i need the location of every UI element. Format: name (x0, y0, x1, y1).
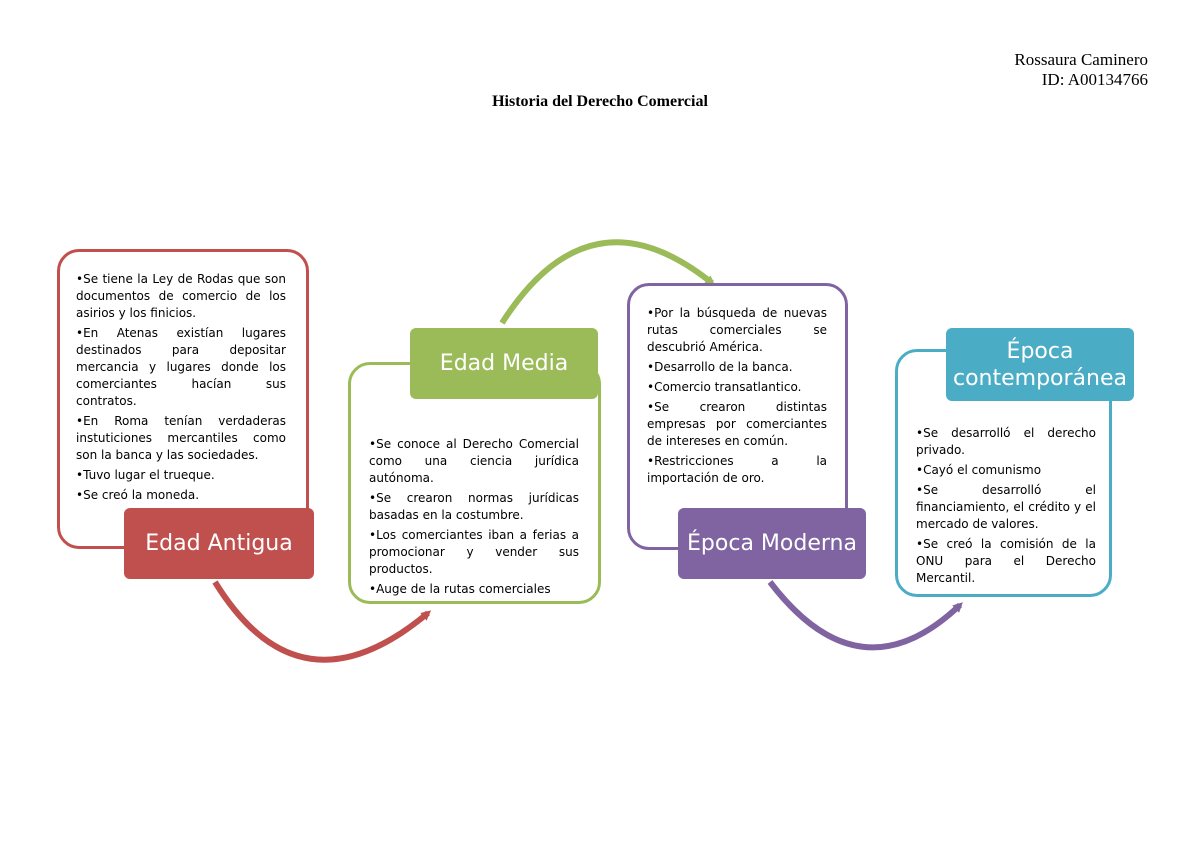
bullet-item: Se conoce al Derecho Comercial como una … (369, 436, 579, 487)
bullet-item: Tuvo lugar el trueque. (76, 467, 286, 484)
bullet-item: Se tiene la Ley de Rodas que son documen… (76, 271, 286, 322)
bullet-item: Se creó la moneda. (76, 487, 286, 504)
media-bullets: Se conoce al Derecho Comercial como una … (369, 436, 579, 601)
arrow-media-to-moderna (499, 239, 716, 325)
author-id: ID: A00134766 (1041, 70, 1148, 89)
stage-label-contemporanea: Época contemporánea (946, 328, 1134, 401)
bullet-item: Comercio transatlantico. (647, 379, 827, 396)
bullet-item: En Atenas existían lugares destinados pa… (76, 325, 286, 410)
bullet-item: Se desarrolló el financiamiento, el créd… (916, 482, 1096, 533)
bullet-item: Se desarrolló el derecho privado. (916, 425, 1096, 459)
author-name: Rossaura Caminero (1014, 50, 1148, 69)
stage-label-media: Edad Media (410, 328, 598, 399)
contemporanea-bullets: Se desarrolló el derecho privado. Cayó e… (916, 425, 1096, 590)
bullet-item: Auge de la rutas comerciales (369, 581, 579, 598)
bullet-item: Se crearon distintas empresas por comerc… (647, 399, 827, 450)
bullet-item: Los comerciantes iban a ferias a promoci… (369, 527, 579, 578)
bullet-item: Cayó el comunismo (916, 462, 1096, 479)
moderna-bullets: Por la búsqueda de nuevas rutas comercia… (647, 305, 827, 490)
antigua-bullets: Se tiene la Ley de Rodas que son documen… (76, 271, 286, 507)
arrow-moderna-to-contemporanea (767, 580, 963, 651)
bullet-item: Por la búsqueda de nuevas rutas comercia… (647, 305, 827, 356)
bullet-item: En Roma tenían verdaderas instuticiones … (76, 413, 286, 464)
page-title: Historia del Derecho Comercial (492, 93, 708, 110)
author-block: Rossaura Caminero ID: A00134766 (1014, 50, 1148, 90)
bullet-item: Se creó la comisión de la ONU para el De… (916, 536, 1096, 587)
arrow-antigua-to-media (212, 580, 432, 663)
bullet-item: Restricciones a la importación de oro. (647, 453, 827, 487)
bullet-item: Se crearon normas jurídicas basadas en l… (369, 490, 579, 524)
bullet-item: Desarrollo de la banca. (647, 359, 827, 376)
stage-label-moderna: Época Moderna (678, 508, 866, 579)
stage-label-antigua: Edad Antigua (124, 508, 314, 579)
